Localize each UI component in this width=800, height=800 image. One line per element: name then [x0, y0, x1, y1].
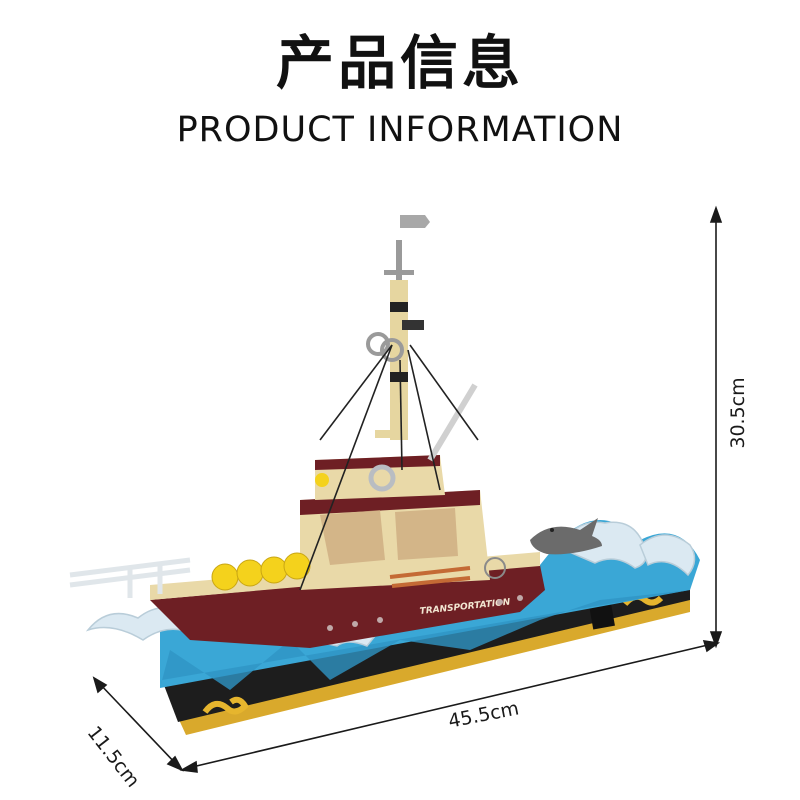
page-title-en: PRODUCT INFORMATION: [176, 110, 624, 150]
dimension-lines: [92, 205, 723, 773]
shark-figure: [530, 518, 602, 555]
bow-railing: [69, 557, 191, 598]
page-title-cn: 产品信息: [275, 29, 524, 97]
boat-mast: [366, 215, 478, 462]
rigging-lines: [299, 344, 479, 591]
boat-cabin: [211, 455, 506, 591]
dimension-height-label: 30.5cm: [727, 377, 749, 449]
